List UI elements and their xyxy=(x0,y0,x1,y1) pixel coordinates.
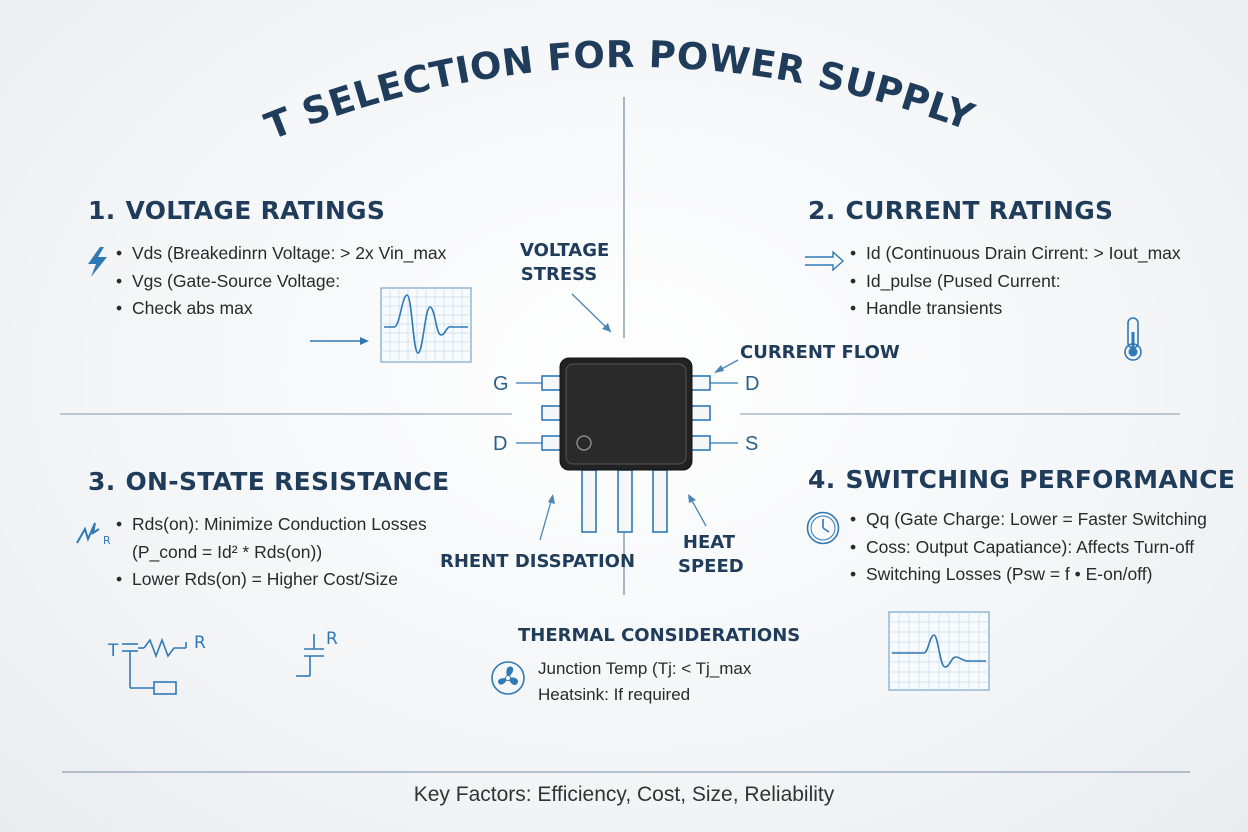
list-item: •Vds (Breakedinrn Voltage: > 2x Vin_max xyxy=(116,243,447,263)
section-voltage-heading: 1.VOLTAGE RATINGS xyxy=(88,196,386,225)
voltage-waveform-chart-icon xyxy=(380,287,472,363)
heat-dissipation-label: RHENT DISSPATION xyxy=(440,551,636,572)
voltage-list: •Vds (Breakedinrn Voltage: > 2x Vin_max … xyxy=(116,240,446,323)
capacitor-schematic-icon: R xyxy=(296,629,338,677)
resistor-zigzag-icon: R xyxy=(76,522,111,547)
list-item: •Check abs max xyxy=(116,298,253,318)
list-item: •Lower Rds(on) = Higher Cost/Size xyxy=(116,569,399,589)
fan-icon xyxy=(491,661,525,695)
list-item: Heatsink: If required xyxy=(538,685,691,704)
list-item: Junction Temp (Tj: < Tj_max xyxy=(538,659,752,678)
thermometer-icon xyxy=(1124,317,1142,361)
section-switching-heading: 4.SWITCHING PERFORMANCE xyxy=(808,465,1236,494)
list-item: •Rds(on): Minimize Conduction Losses xyxy=(116,514,427,534)
list-item-continuation: (P_cond = Id² * Rds(on)) xyxy=(132,541,323,562)
resistor-schematic-icon: T R xyxy=(107,633,206,695)
current-list: •Id (Continuous Drain Cirrent: > Iout_ma… xyxy=(850,240,1181,323)
list-item: •Id_pulse (Pused Current: xyxy=(850,270,1061,291)
footer-key-factors: Key Factors: Efficiency, Cost, Size, Rel… xyxy=(413,783,835,806)
list-item: •Qq (Gate Charge: Lower = Faster Switchi… xyxy=(850,509,1207,529)
list-item: •Vgs (Gate-Source Voltage: xyxy=(116,270,341,291)
heat-speed-label: HEAT SPEED xyxy=(678,532,744,577)
svg-text:R: R xyxy=(103,534,111,547)
svg-text:MOSFET SELECTION FOR POWER SUP: MOSFET SELECTION FOR POWER SUPPLY DESIGN xyxy=(0,0,993,148)
mosfet-chip-icon xyxy=(516,357,738,533)
current-flow-label: CURRENT FLOW xyxy=(740,342,900,363)
page-title: MOSFET SELECTION FOR POWER SUPPLY DESIGN xyxy=(0,0,992,148)
switching-list: •Qq (Gate Charge: Lower = Faster Switchi… xyxy=(850,506,1207,589)
section-resistance-heading: 3.ON-STATE RESISTANCE xyxy=(88,467,450,496)
pin-label-s: S xyxy=(745,433,759,455)
list-item: •Handle transients xyxy=(850,298,1003,318)
arrow-icon xyxy=(805,251,845,271)
voltage-stress-label: VOLTAGE STRESS xyxy=(520,240,610,285)
thermal-list: Junction Temp (Tj: < Tj_max Heatsink: If… xyxy=(538,656,751,708)
svg-text:R: R xyxy=(194,633,206,653)
title-curved: MOSFET SELECTION FOR POWER SUPPLY DESIGN xyxy=(0,0,993,148)
pin-label-d-right: D xyxy=(745,373,760,395)
list-item: •Switching Losses (Psw = f • E-on/off) xyxy=(850,564,1153,584)
svg-text:R: R xyxy=(326,629,338,649)
thermal-heading: THERMAL CONSIDERATIONS xyxy=(518,625,801,646)
section-current-heading: 2.CURRENT RATINGS xyxy=(808,196,1114,225)
switching-waveform-chart-icon xyxy=(888,611,990,691)
svg-text:T: T xyxy=(107,641,119,661)
resistance-list: •Rds(on): Minimize Conduction Losses (P_… xyxy=(116,511,427,594)
lightning-icon xyxy=(88,247,107,277)
pin-label-g: G xyxy=(493,373,509,395)
clock-icon xyxy=(806,511,840,545)
list-item: •Coss: Output Capatiance): Affects Turn-… xyxy=(850,536,1195,557)
list-item: •Id (Continuous Drain Cirrent: > Iout_ma… xyxy=(850,243,1181,263)
pin-label-d-left: D xyxy=(493,433,508,455)
